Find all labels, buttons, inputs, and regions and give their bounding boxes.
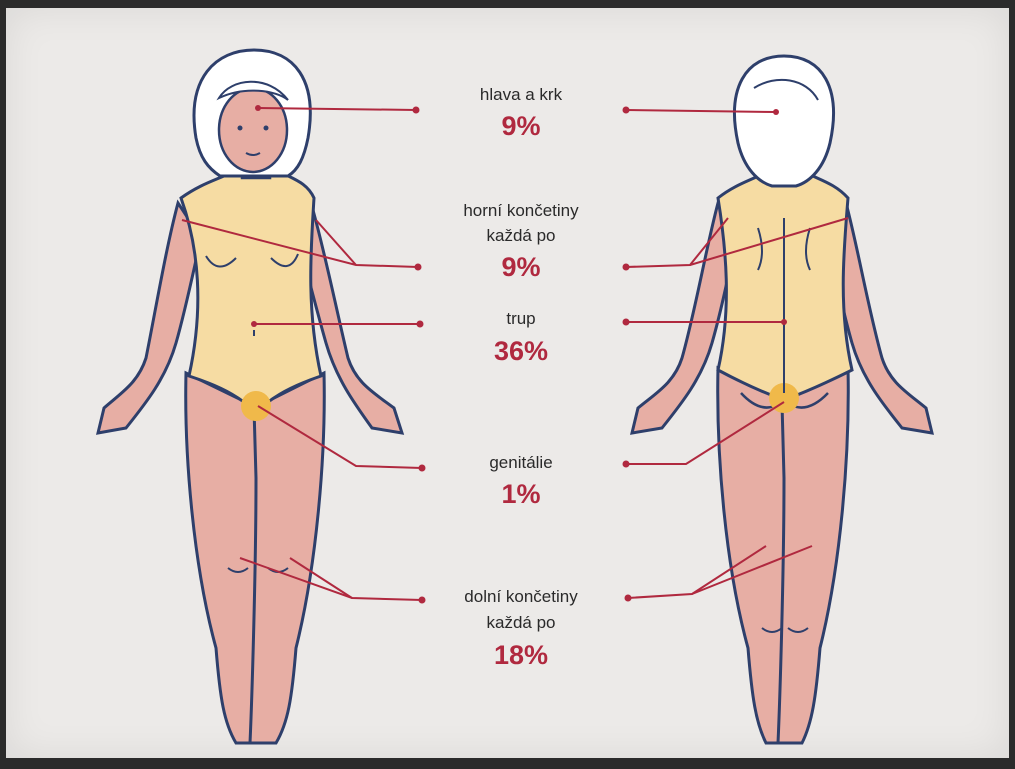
region-label-upper-limbs: horní končetiny každá po 9% <box>463 201 579 282</box>
front-figure <box>98 50 402 743</box>
label-text: každá po <box>487 613 556 632</box>
percent-value: 18% <box>494 640 548 670</box>
percent-value: 9% <box>501 252 540 282</box>
front-face <box>219 88 287 172</box>
front-torso <box>181 168 321 413</box>
label-text: genitálie <box>489 453 552 472</box>
label-text: každá po <box>487 226 556 245</box>
region-label-trunk: trup 36% <box>494 309 548 366</box>
label-text: hlava a krk <box>480 85 563 104</box>
front-genital-marker <box>241 391 271 421</box>
body-surface-diagram: hlava a krk 9% horní končetiny každá po … <box>6 8 1009 758</box>
infographic-page: hlava a krk 9% horní končetiny každá po … <box>6 8 1009 758</box>
back-figure <box>632 56 932 743</box>
percent-value: 9% <box>501 111 540 141</box>
percent-value: 1% <box>501 479 540 509</box>
label-text: dolní končetiny <box>464 587 578 606</box>
label-text: trup <box>506 309 535 328</box>
region-label-head-neck: hlava a krk 9% <box>480 85 563 141</box>
percent-value: 36% <box>494 336 548 366</box>
label-text: horní končetiny <box>463 201 579 220</box>
front-right-leg <box>250 373 324 743</box>
back-hair <box>735 56 834 186</box>
region-label-lower-limbs: dolní končetiny každá po 18% <box>464 587 578 670</box>
region-label-genitals: genitálie 1% <box>489 453 552 509</box>
